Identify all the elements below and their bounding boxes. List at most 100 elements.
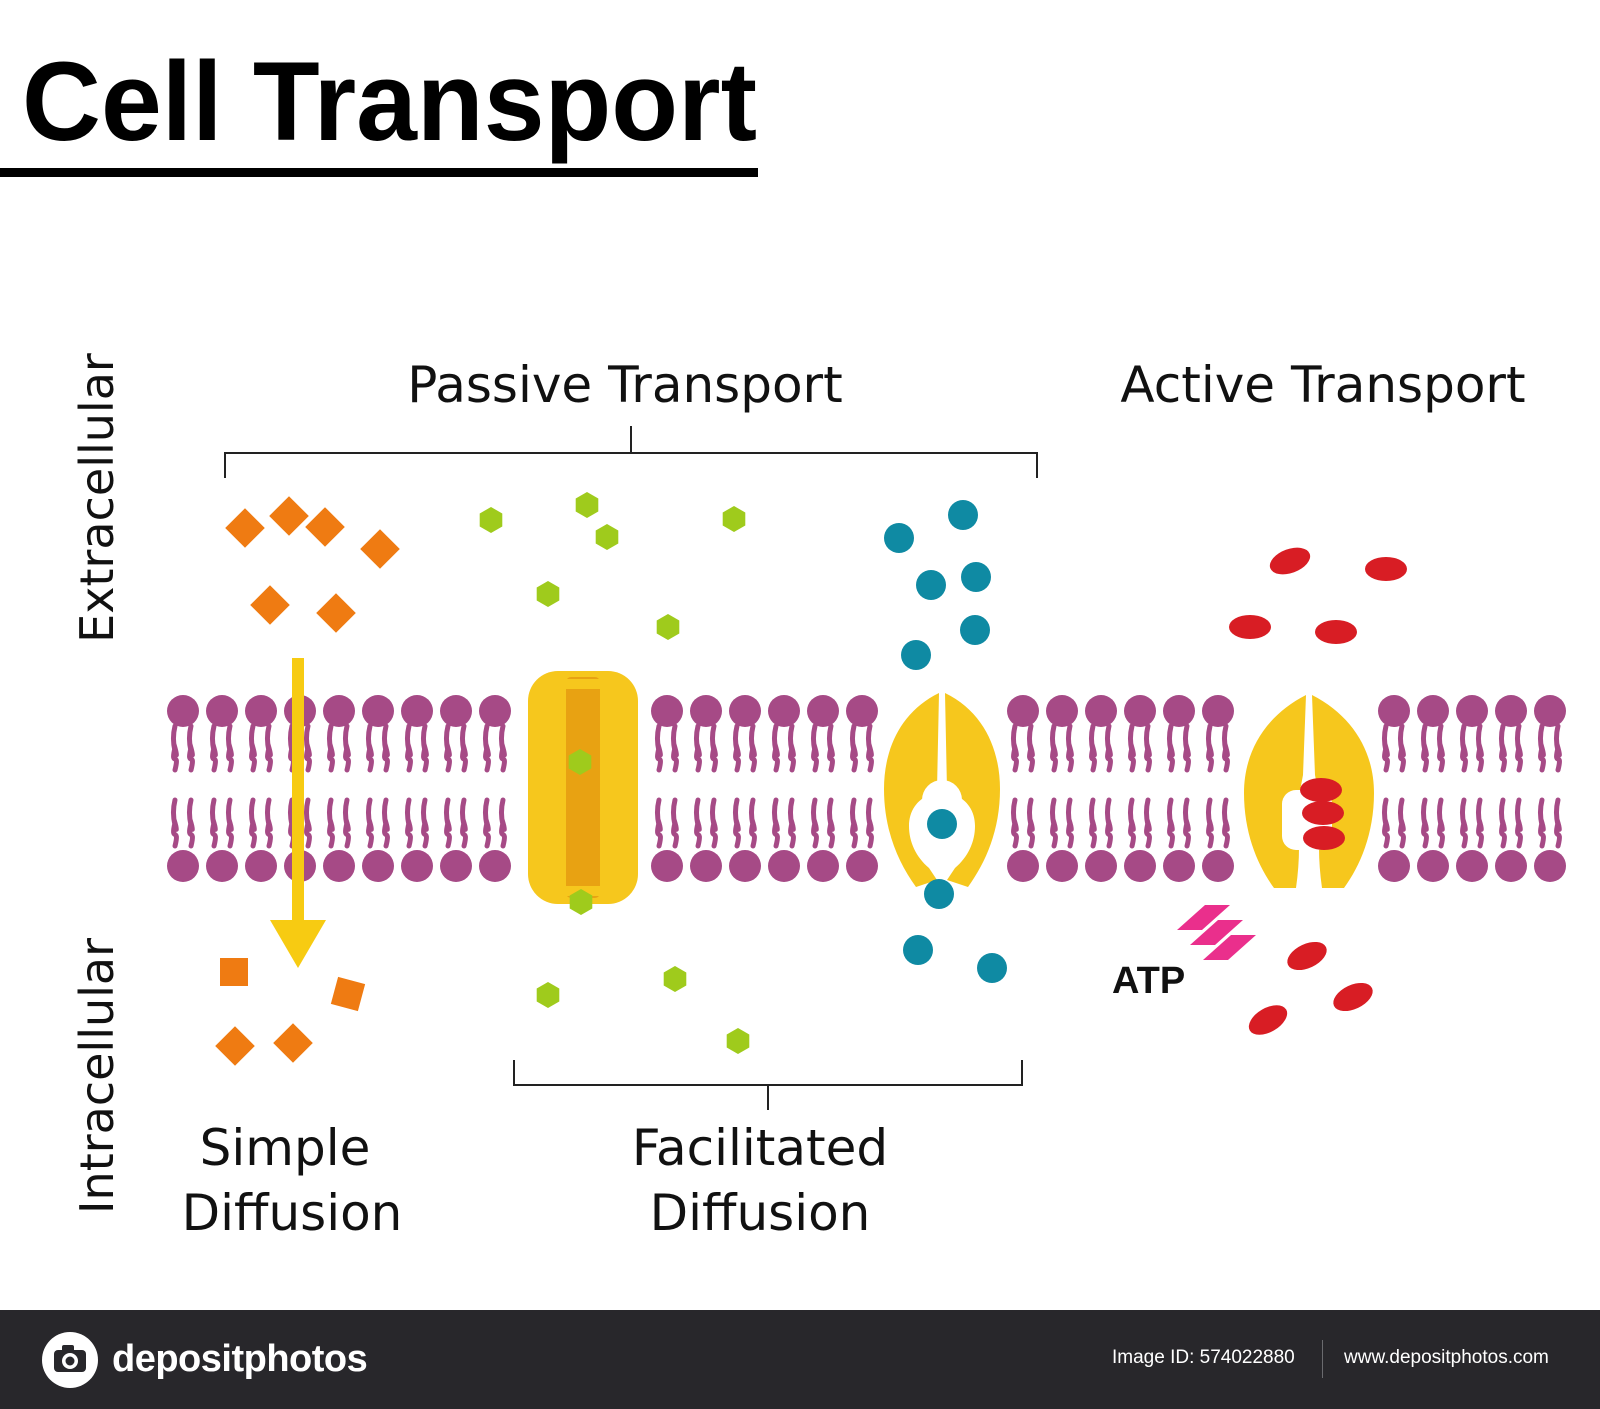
lipid-head-top — [729, 695, 761, 727]
oval-molecule — [1333, 982, 1373, 1012]
lipid-head-top — [690, 695, 722, 727]
circle-molecule — [884, 523, 914, 553]
simple-diffusion-arrow — [270, 658, 326, 968]
hexagon-molecule — [568, 749, 592, 775]
circle-molecule — [916, 570, 946, 600]
lipid-head-bottom — [1124, 850, 1156, 882]
lipid-tail-top — [327, 723, 351, 773]
square-molecule — [316, 593, 356, 633]
square-molecule — [330, 976, 366, 1012]
lipid-tail-bottom — [655, 797, 679, 849]
lipid-tail-bottom — [694, 797, 718, 849]
lipid-tail-top — [694, 723, 718, 773]
image-id-text: Image ID: 574022880 — [1112, 1347, 1295, 1368]
lipid-head-top — [1378, 695, 1410, 727]
lipid-head-top — [479, 695, 511, 727]
lipid-head-top — [1495, 695, 1527, 727]
square-molecule — [269, 496, 309, 536]
lipid-head-top — [440, 695, 472, 727]
lipid-tail-top — [1089, 723, 1113, 773]
passive-transport-label: Passive Transport — [407, 356, 842, 414]
hexagon-molecule — [575, 492, 599, 518]
lipid-head-top — [1202, 695, 1234, 727]
lipid-tail-top — [249, 723, 273, 773]
lipid-head-bottom — [440, 850, 472, 882]
oval-molecule — [1302, 801, 1344, 825]
circle-molecule — [903, 935, 933, 965]
lipid-head-bottom — [1534, 850, 1566, 882]
lipid-tail-bottom — [171, 797, 195, 849]
lipid-tail-bottom — [1382, 797, 1406, 849]
passive-transport-bracket — [224, 426, 1038, 478]
lipid-tail-bottom — [405, 797, 429, 849]
lipid-tail-top — [850, 723, 874, 773]
lipid-head-top — [1085, 695, 1117, 727]
oval-molecule — [1303, 826, 1345, 850]
lipid-tail-bottom — [1538, 797, 1562, 849]
lipid-tail-bottom — [366, 797, 390, 849]
oval-molecule — [1248, 1005, 1288, 1035]
brand-name: depositphotos — [112, 1338, 368, 1380]
lipid-tail-bottom — [1167, 797, 1191, 849]
lipid-tail-top — [1382, 723, 1406, 773]
hexagon-molecule — [536, 581, 560, 607]
site-url-link[interactable]: www.depositphotos.com — [1344, 1347, 1549, 1368]
lipid-head-bottom — [846, 850, 878, 882]
lipid-head-top — [807, 695, 839, 727]
square-molecule — [273, 1023, 313, 1063]
lipid-head-top — [206, 695, 238, 727]
lipid-head-bottom — [768, 850, 800, 882]
lipid-head-bottom — [1417, 850, 1449, 882]
lipid-tail-bottom — [1128, 797, 1152, 849]
square-molecule — [360, 529, 400, 569]
square-molecule — [305, 507, 345, 547]
lipid-tail-top — [1206, 723, 1230, 773]
square-molecule — [215, 1026, 255, 1066]
lipid-tail-top — [1421, 723, 1445, 773]
facilitated-diffusion-label-line2: Diffusion — [650, 1184, 871, 1242]
lipid-head-top — [1124, 695, 1156, 727]
circle-molecule — [961, 562, 991, 592]
square-molecule — [250, 585, 290, 625]
hexagon-molecule — [656, 614, 680, 640]
hexagon-molecule — [569, 889, 593, 915]
lipid-tail-bottom — [1206, 797, 1230, 849]
lipid-tail-bottom — [850, 797, 874, 849]
lipid-tail-bottom — [1499, 797, 1523, 849]
lipid-head-top — [362, 695, 394, 727]
lipid-tail-bottom — [327, 797, 351, 849]
lipid-head-bottom — [323, 850, 355, 882]
oval-molecule — [1300, 778, 1342, 802]
lipid-head-bottom — [245, 850, 277, 882]
lipid-head-bottom — [651, 850, 683, 882]
lipid-tail-top — [405, 723, 429, 773]
lipid-tail-top — [171, 723, 195, 773]
lipid-tail-top — [1050, 723, 1074, 773]
circle-molecule — [901, 640, 931, 670]
diagram-title: Cell Transport — [22, 39, 757, 164]
lipid-tail-bottom — [483, 797, 507, 849]
square-molecule — [220, 958, 248, 986]
facilitated-diffusion-bracket — [513, 1060, 1023, 1110]
lipid-head-top — [1046, 695, 1078, 727]
oval-molecule — [1365, 557, 1407, 581]
lipid-tail-top — [1167, 723, 1191, 773]
lipid-head-top — [323, 695, 355, 727]
lipid-head-top — [245, 695, 277, 727]
lipid-head-bottom — [1456, 850, 1488, 882]
square-molecule — [225, 508, 265, 548]
molecules — [215, 492, 1407, 1066]
carrier-protein — [884, 693, 1000, 887]
lipid-head-bottom — [362, 850, 394, 882]
lipid-head-top — [401, 695, 433, 727]
camera-logo-icon — [42, 1332, 98, 1388]
title-underline — [0, 168, 758, 177]
lipid-tail-top — [1499, 723, 1523, 773]
lipid-tail-top — [210, 723, 234, 773]
lipid-tail-top — [655, 723, 679, 773]
stock-footer-bar: depositphotos Image ID: 574022880 www.de… — [0, 1310, 1600, 1409]
active-transport-label: Active Transport — [1120, 356, 1525, 414]
lipid-head-bottom — [479, 850, 511, 882]
lipid-head-top — [651, 695, 683, 727]
lipid-head-bottom — [167, 850, 199, 882]
